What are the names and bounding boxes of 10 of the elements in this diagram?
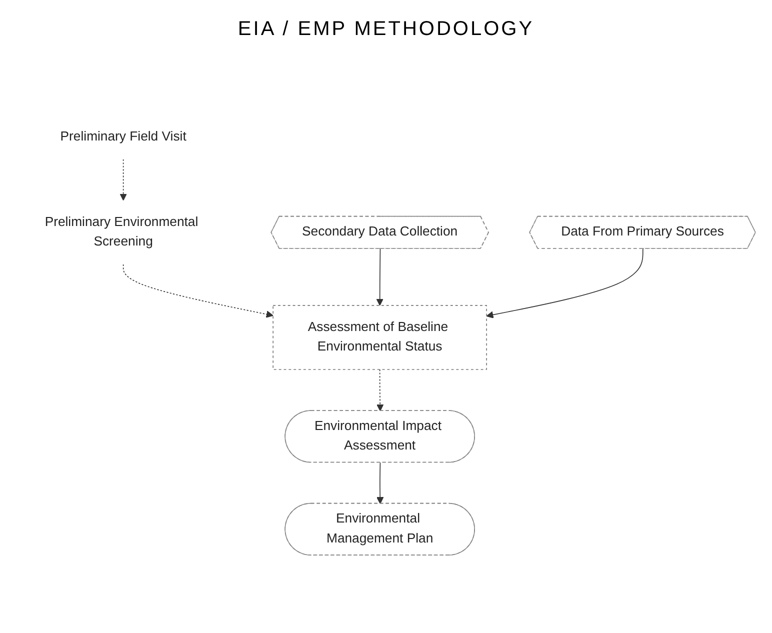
node-text: Preliminary Environmental Screening: [44, 215, 198, 249]
arrow: [120, 158, 127, 201]
arrow: [376, 248, 384, 306]
diagram-title: EIA / EMP METHODOLOGY: [238, 18, 534, 41]
node-box: Assessment of Baseline Environmental Status: [272, 305, 487, 370]
node-text: Preliminary Field Visit: [60, 130, 186, 144]
arrow: [122, 264, 274, 318]
arrow: [486, 248, 644, 318]
arrow: [376, 369, 384, 412]
arrow: [376, 462, 384, 504]
